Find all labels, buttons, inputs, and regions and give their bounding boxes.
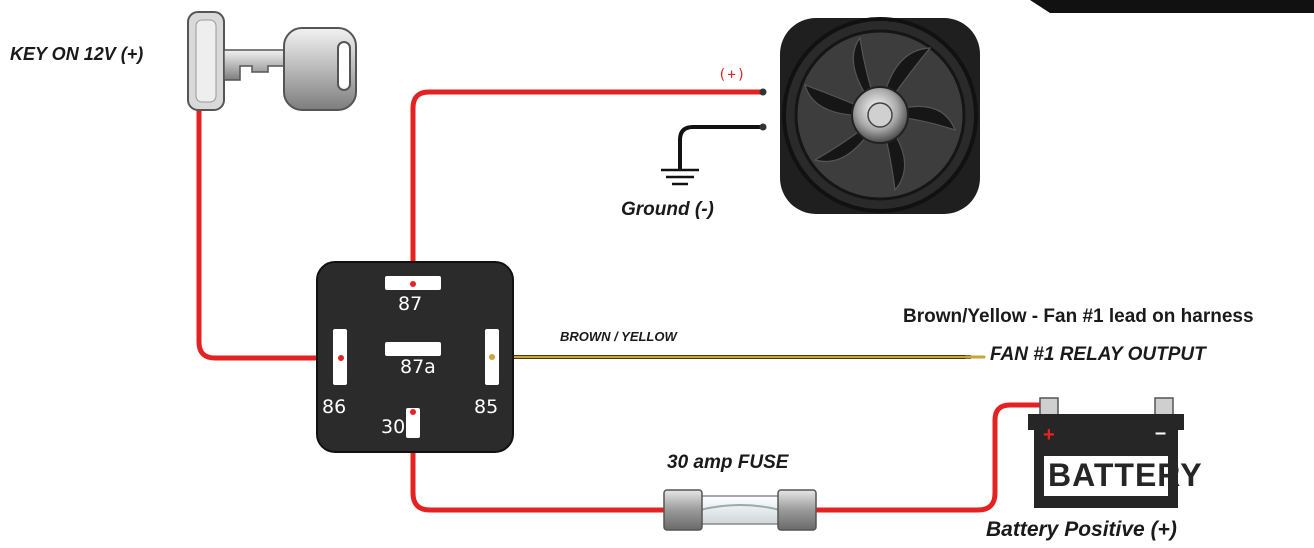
cooling-fan bbox=[759, 17, 980, 214]
key-on-label: KEY ON 12V (+) bbox=[10, 44, 144, 64]
pin-87-label: 87 bbox=[398, 293, 423, 315]
battery-text: BATTERY bbox=[1048, 457, 1203, 493]
pin-85-label: 85 bbox=[474, 396, 499, 418]
wire-color-label: BROWN / YELLOW bbox=[560, 329, 677, 344]
pin-86-label: 86 bbox=[322, 396, 347, 418]
pin-30-terminal bbox=[406, 408, 420, 438]
fuse bbox=[663, 489, 817, 531]
key-hole bbox=[337, 41, 351, 91]
fuse-to-battery-wire bbox=[809, 402, 1050, 513]
key-blade bbox=[223, 49, 291, 81]
87-to-fan-wire bbox=[410, 89, 766, 289]
ground-symbol bbox=[661, 168, 699, 186]
battery-plus-sign: + bbox=[1043, 424, 1055, 446]
battery bbox=[1028, 397, 1184, 508]
fuse-label: 30 amp FUSE bbox=[667, 452, 789, 473]
fan-positive-label: (+) bbox=[718, 67, 747, 83]
battery-positive-label: Battery Positive (+) bbox=[986, 518, 1177, 541]
pin-87a-label: 87a bbox=[400, 356, 436, 378]
ground-label: Ground (-) bbox=[621, 199, 714, 220]
ground-wire bbox=[678, 125, 765, 170]
battery-minus-sign: – bbox=[1155, 422, 1167, 444]
pin-87a-terminal bbox=[385, 342, 441, 356]
ignition-key-switch bbox=[187, 11, 357, 111]
pin-30-label: 30 bbox=[381, 416, 406, 438]
wires bbox=[196, 89, 1050, 513]
30-to-fuse-wire bbox=[410, 407, 669, 513]
fan-relay-output-label: FAN #1 RELAY OUTPUT bbox=[990, 344, 1206, 365]
key-to-86-wire bbox=[196, 107, 343, 361]
corner-banner bbox=[1030, 0, 1314, 13]
harness-note-label: Brown/Yellow - Fan #1 lead on harness bbox=[903, 306, 1254, 327]
relay bbox=[316, 261, 514, 453]
